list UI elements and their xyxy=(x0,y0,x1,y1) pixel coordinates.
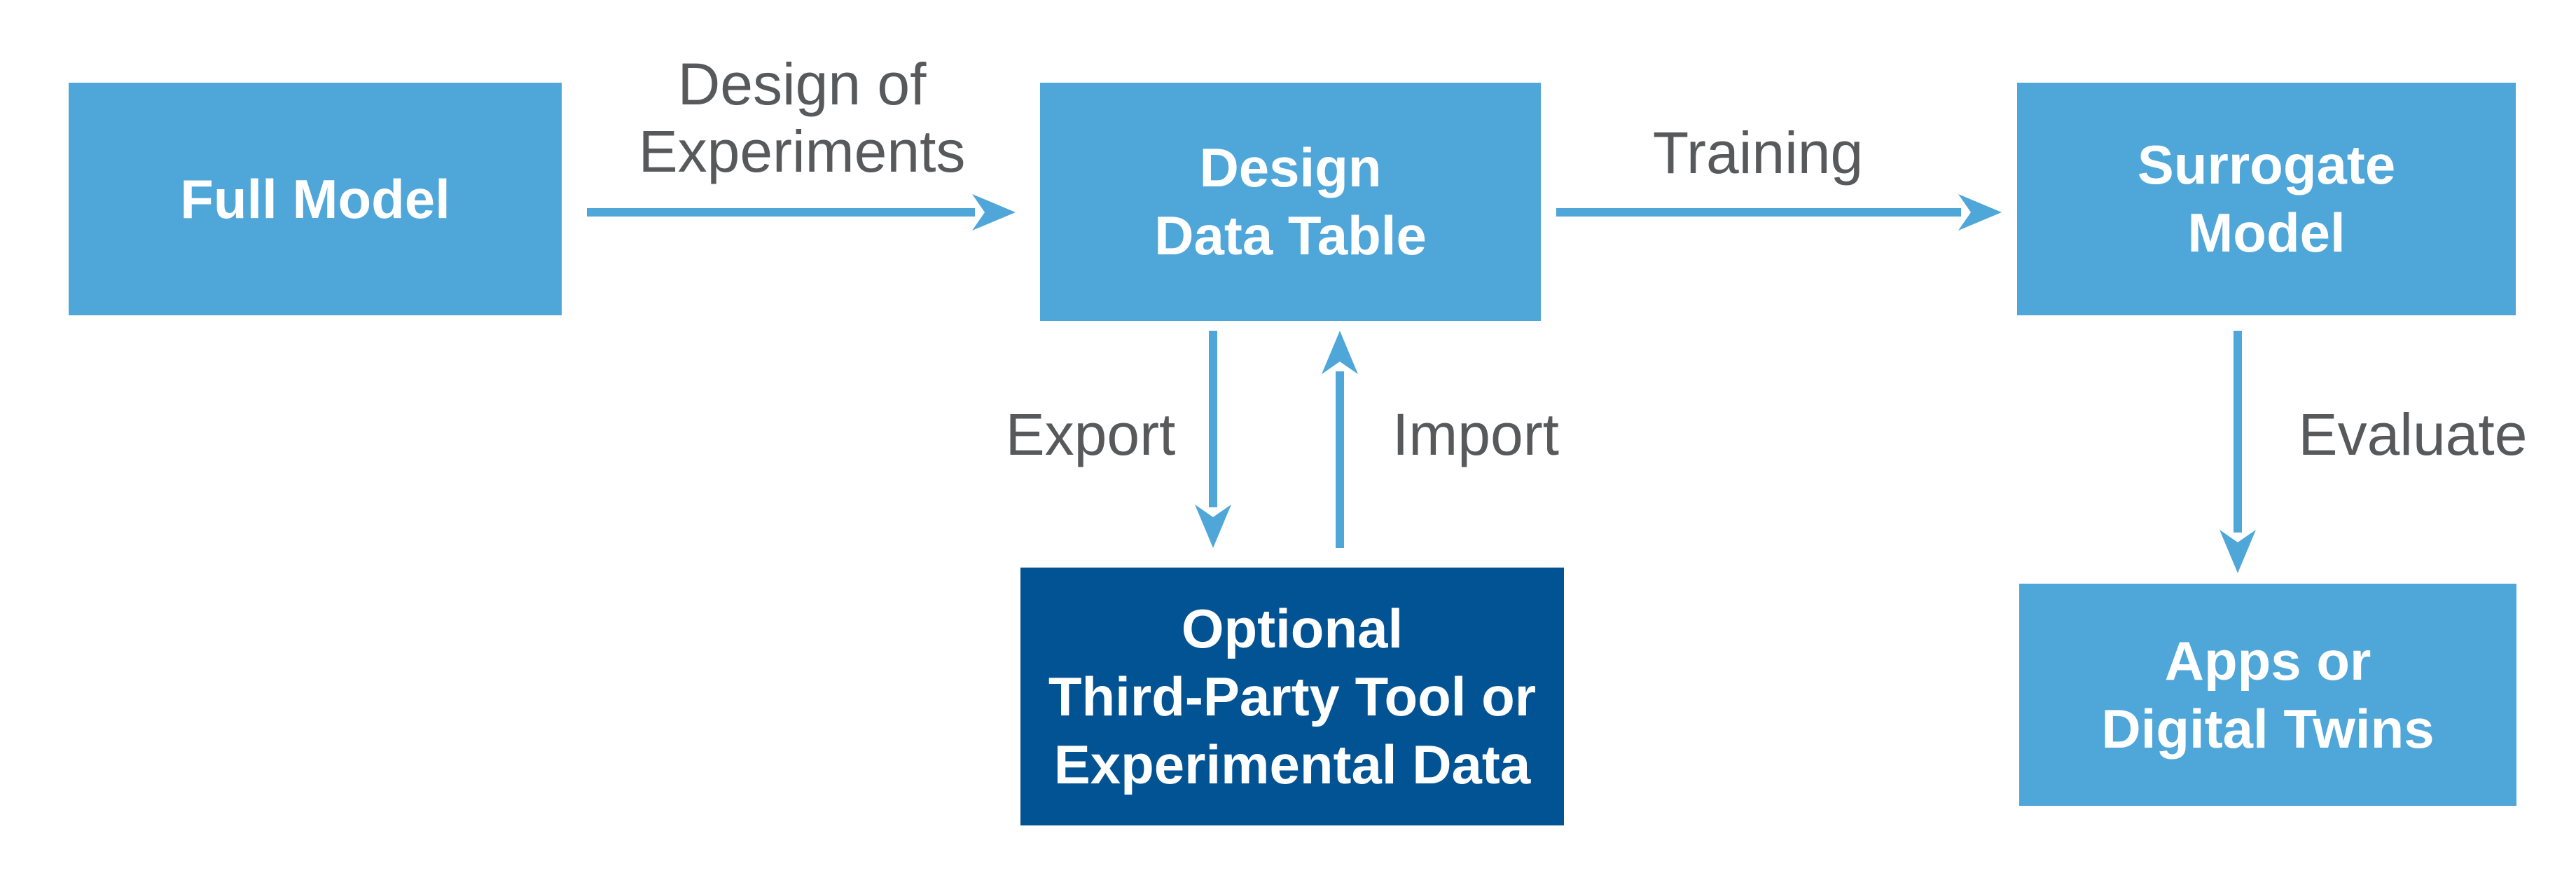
edge-label-export: Export xyxy=(1005,402,1176,467)
arrow-design-of-experiments xyxy=(587,194,1016,231)
node-design-data-table-label-line2: Data Table xyxy=(1154,205,1427,266)
node-optional-label-line2: Third-Party Tool or xyxy=(1048,665,1537,727)
arrow-evaluate xyxy=(2220,331,2256,573)
node-design-data-table: Design Data Table xyxy=(1040,83,1541,321)
node-full-model: Full Model xyxy=(69,83,562,315)
node-apps-or-digital-twins: Apps or Digital Twins xyxy=(2019,584,2516,806)
node-optional-label-line3: Experimental Data xyxy=(1053,733,1531,795)
edge-label-training: Training xyxy=(1652,120,1864,186)
arrow-training xyxy=(1556,194,2002,231)
edge-label-evaluate: Evaluate xyxy=(2298,402,2528,467)
arrow-import xyxy=(1322,331,1358,548)
node-full-model-label: Full Model xyxy=(180,167,450,230)
edge-label-design-of-experiments: Design of Experiments xyxy=(639,50,966,185)
node-surrogate-model-label-line2: Model xyxy=(2187,202,2346,263)
node-optional-label-line1: Optional xyxy=(1181,597,1404,659)
arrow-export xyxy=(1195,331,1231,548)
node-surrogate-model: Surrogate Model xyxy=(2017,83,2516,315)
edge-label-design-of-experiments-line1: Design of xyxy=(677,51,927,117)
node-surrogate-model-label-line1: Surrogate xyxy=(2137,134,2396,195)
node-design-data-table-label-line1: Design xyxy=(1199,137,1382,198)
edge-label-import: Import xyxy=(1392,402,1560,467)
node-apps-label-line2: Digital Twins xyxy=(2101,697,2435,760)
node-optional-third-party-tool: Optional Third-Party Tool or Experimenta… xyxy=(1020,568,1564,825)
edge-label-design-of-experiments-line2: Experiments xyxy=(638,118,966,184)
node-apps-label-line1: Apps or xyxy=(2164,629,2371,692)
